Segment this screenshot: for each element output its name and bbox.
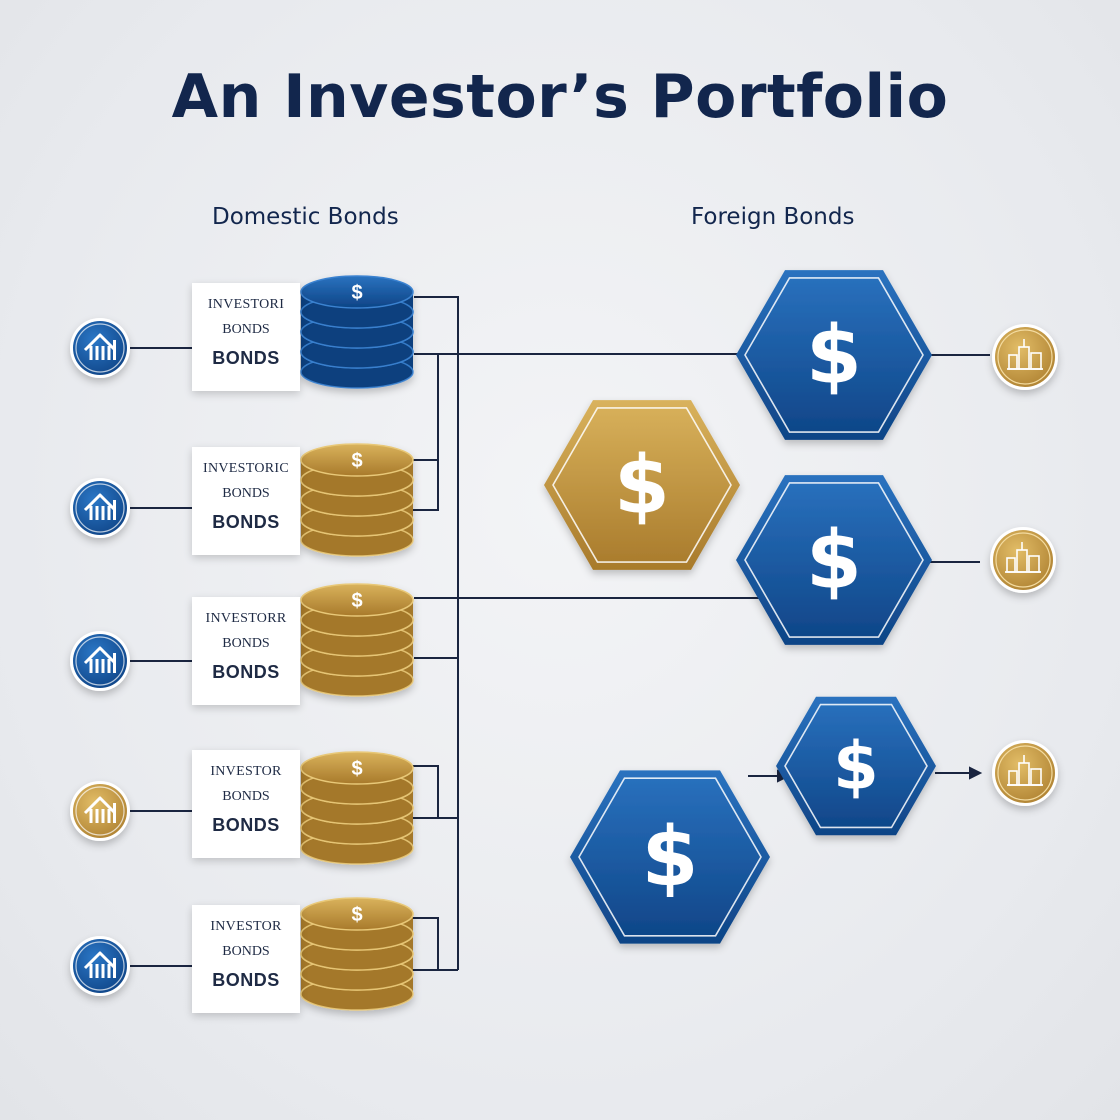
house-bank-icon [70,631,130,691]
card-line-bonds: BONDS [222,789,270,804]
coin-stack: $ [300,275,414,389]
dollar-icon: $ [351,282,362,304]
dollar-sign-icon: $ [833,728,879,804]
card-line-investor: INVESTORIC [203,461,289,476]
connector-line [414,296,459,970]
coin-stack: $ [300,751,414,865]
card-line-investor: INVESTOR [210,919,282,934]
connector-line [412,459,439,511]
dollar-sign-icon: $ [806,307,862,401]
foreign-bond-hexagon: $ [776,696,936,836]
dollar-sign-icon: $ [641,810,698,905]
dollar-icon: $ [351,450,362,472]
coin-stack: $ [300,443,414,557]
foreign-bonds-heading: Foreign Bonds [691,204,855,230]
card-line-bonds-bold: BONDS [212,348,280,368]
investor-bonds-card: INVESTOR BONDS BONDS [192,905,300,1013]
card-line-bonds-bold: BONDS [212,815,280,835]
foreign-bond-hexagon: $ [544,400,740,570]
city-buildings-icon [992,740,1058,806]
card-line-investor: INVESTORI [207,297,285,312]
foreign-bond-hexagon: $ [570,770,770,944]
foreign-bond-hexagon: $ [736,270,932,440]
card-line-bonds: BONDS [222,322,270,337]
connector-line [412,917,439,971]
arrowhead-icon [969,766,983,780]
house-bank-icon [70,781,130,841]
investor-bonds-card: INVESTOR BONDS BONDS [192,750,300,858]
house-bank-icon [70,478,130,538]
house-bank-icon [70,318,130,378]
coin-stack: $ [300,583,414,697]
connector-lines [130,296,990,971]
card-line-bonds-bold: BONDS [212,970,280,990]
connector-line [412,765,439,819]
card-line-bonds-bold: BONDS [212,512,280,532]
dollar-icon: $ [351,758,362,780]
investor-bonds-card: INVESTORIC BONDS BONDS [192,447,300,555]
page-title: An Investor’s Portfolio [171,62,949,132]
card-line-bonds: BONDS [222,486,270,501]
card-line-investor: INVESTORR [205,611,287,626]
house-bank-icon [70,936,130,996]
dollar-sign-icon: $ [806,512,862,606]
card-line-bonds: BONDS [222,636,270,651]
city-buildings-icon [992,324,1058,390]
coin-stack: $ [300,897,414,1011]
card-line-bonds: BONDS [222,944,270,959]
city-buildings-icon [990,527,1056,593]
foreign-bond-hexagon: $ [736,475,932,645]
investor-bonds-card: INVESTORR BONDS BONDS [192,597,300,705]
dollar-sign-icon: $ [614,437,670,531]
card-line-investor: INVESTOR [210,764,282,779]
dollar-icon: $ [351,904,362,926]
card-line-bonds-bold: BONDS [212,662,280,682]
domestic-bonds-heading: Domestic Bonds [212,204,399,230]
dollar-icon: $ [351,590,362,612]
investor-bonds-card: INVESTORI BONDS BONDS [192,283,300,391]
